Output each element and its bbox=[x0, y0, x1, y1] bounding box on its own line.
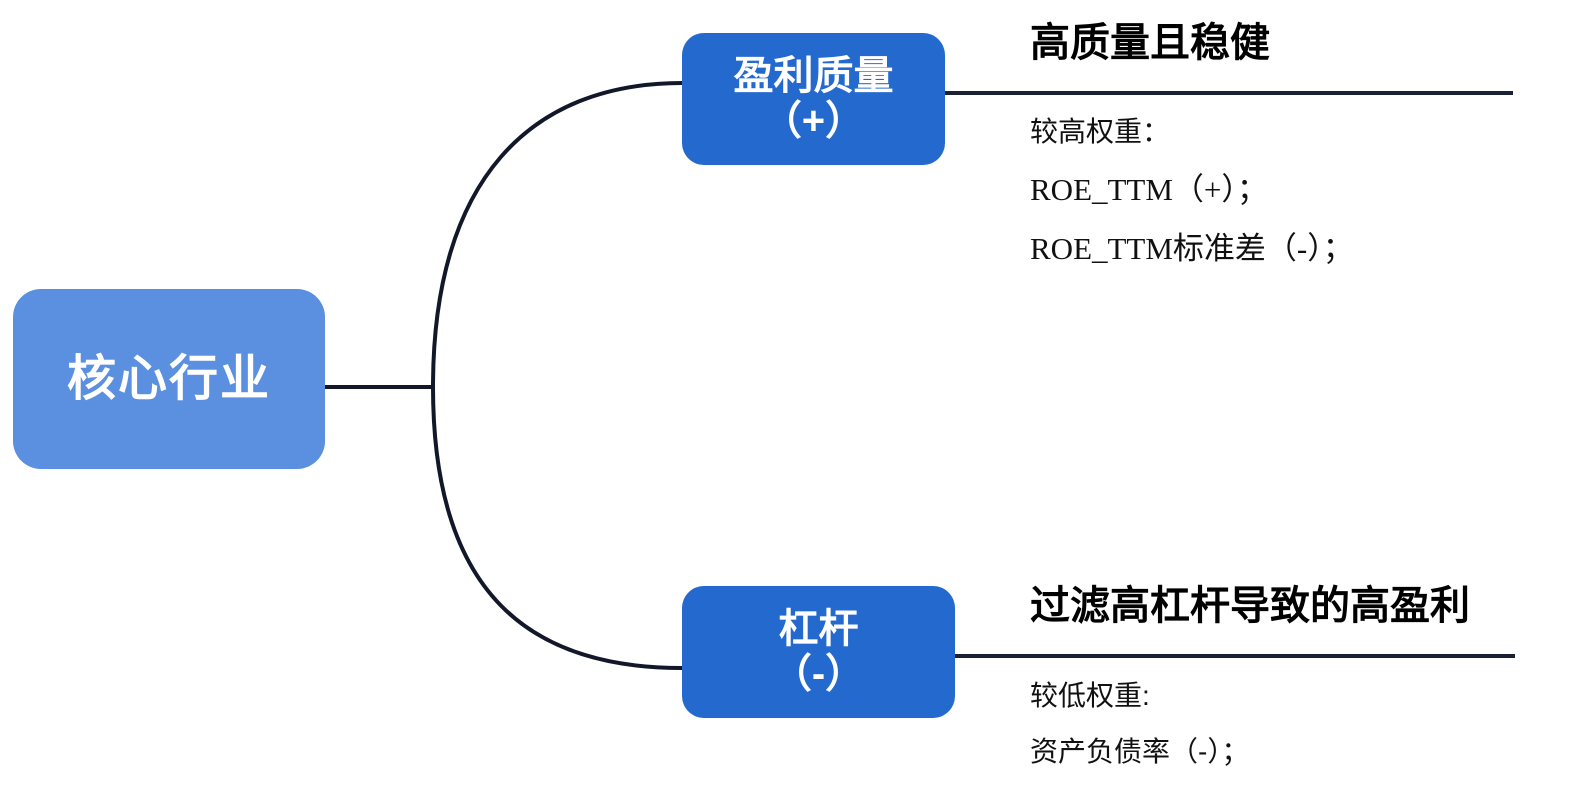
detail-line-weight-label: 较高权重： bbox=[1030, 116, 1171, 147]
detail-line-debt-ratio: 资产负债率（-）； bbox=[1030, 736, 1250, 767]
detail-line-roe-ttm: ROE_TTM（+）； bbox=[1030, 172, 1268, 207]
node-profit-quality-sign: （+） bbox=[761, 99, 866, 143]
detail-leverage-rule bbox=[955, 654, 1515, 658]
node-root[interactable]: 核心行业 bbox=[13, 289, 325, 469]
node-leverage-sign: （-） bbox=[771, 652, 866, 696]
node-root-label: 核心行业 bbox=[66, 351, 271, 406]
connector-branch-lower bbox=[431, 386, 683, 670]
connector-branch-upper bbox=[431, 81, 683, 388]
node-leverage-label: 杠杆 bbox=[778, 607, 859, 652]
detail-line-roe-ttm-std: ROE_TTM标准差（-）； bbox=[1030, 231, 1354, 266]
detail-profit-quality-rule bbox=[945, 91, 1513, 95]
detail-line-weight-label-low: 较低权重: bbox=[1030, 680, 1150, 711]
node-profit-quality[interactable]: 盈利质量 （+） bbox=[682, 33, 945, 165]
node-leverage[interactable]: 杠杆 （-） bbox=[682, 586, 955, 718]
detail-leverage-heading: 过滤高杠杆导致的高盈利 bbox=[1030, 584, 1470, 628]
detail-leverage-body: 较低权重: 资产负债率（-）； bbox=[1030, 682, 1249, 794]
detail-profit-quality-body: 较高权重： ROE_TTM（+）； ROE_TTM标准差（-）； bbox=[1030, 118, 1354, 292]
node-profit-quality-label: 盈利质量 bbox=[733, 54, 894, 99]
detail-profit-quality-heading: 高质量且稳健 bbox=[1030, 21, 1270, 65]
